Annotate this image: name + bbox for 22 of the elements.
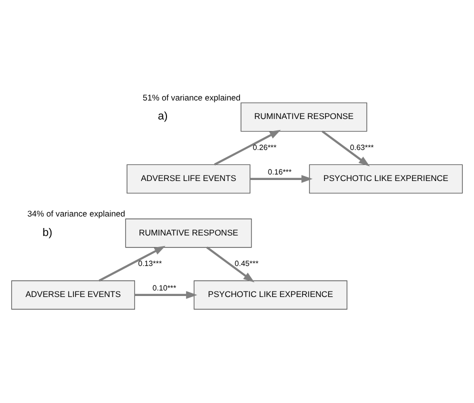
node-label: 51% of variance explained (142, 92, 241, 102)
arrow (98, 246, 166, 282)
node-box: RUMINATIVE RESPONSE (125, 218, 252, 248)
arrow (206, 246, 254, 282)
node-box: RUMINATIVE RESPONSE (240, 102, 368, 132)
arrow (250, 175, 313, 183)
label: b) (42, 226, 52, 239)
label: a) (158, 110, 168, 123)
edge-label: 0.45*** (234, 258, 258, 268)
node-box: PSYCHOTIC LIKE EXPERIENCE (309, 164, 463, 194)
node-box: ADVERSE LIFE EVENTS (11, 280, 136, 310)
node-box: PSYCHOTIC LIKE EXPERIENCE (194, 280, 348, 310)
edge-label: 0.63*** (350, 142, 374, 152)
node-box: ADVERSE LIFE EVENTS (126, 164, 250, 194)
arrow (214, 130, 281, 166)
node-label: 34% of variance explained (27, 208, 126, 219)
edge-label: 0.26*** (252, 142, 276, 152)
edge-label: 0.10*** (152, 284, 176, 293)
arrow (134, 291, 198, 299)
arrow (322, 130, 370, 166)
edge-label: 0.16*** (268, 168, 292, 177)
edge-label: 0.13*** (138, 258, 162, 268)
